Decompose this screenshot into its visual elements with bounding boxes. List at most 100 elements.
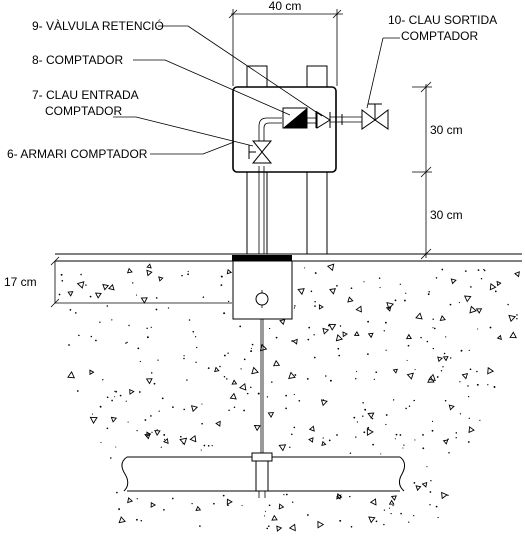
aggregate-stone	[226, 268, 233, 275]
aggregate-dot	[268, 327, 271, 330]
dimension-depth: 17 cm	[4, 256, 232, 308]
aggregate-dot	[135, 518, 138, 521]
aggregate-dot	[196, 346, 198, 349]
aggregate-dot	[60, 273, 63, 276]
aggregate-dot	[383, 523, 385, 526]
aggregate-stone	[145, 378, 153, 385]
aggregate-dot	[480, 278, 483, 280]
aggregate-dot	[447, 494, 449, 497]
aggregate-dot	[161, 397, 164, 400]
aggregate-dot	[220, 284, 223, 286]
aggregate-dot	[349, 452, 352, 454]
aggregate-dot	[479, 419, 481, 421]
aggregate-dot	[422, 447, 425, 450]
aggregate-dot	[118, 508, 121, 511]
aggregate-dot	[395, 433, 398, 436]
outlet-valve	[361, 103, 389, 130]
aggregate-dot	[407, 344, 410, 347]
check-valve	[307, 111, 331, 129]
aggregate-dot	[111, 399, 113, 402]
aggregate-dot	[392, 504, 394, 507]
aggregate-dot	[483, 268, 485, 271]
aggregate-dot	[337, 347, 340, 350]
aggregate-dot	[313, 334, 315, 336]
aggregate-stone	[335, 334, 344, 342]
aggregate-dot	[102, 379, 104, 381]
aggregate-stone	[190, 405, 199, 413]
inlet-valve	[248, 140, 273, 164]
aggregate-dot	[150, 372, 153, 374]
aggregate-dot	[304, 267, 306, 269]
aggregate-dot	[246, 392, 249, 395]
aggregate-dot	[194, 336, 197, 338]
aggregate-dot	[291, 433, 293, 436]
aggregate-dot	[328, 439, 331, 442]
aggregate-stone	[415, 312, 423, 320]
aggregate-dot	[207, 367, 210, 369]
aggregate-stone	[267, 412, 275, 419]
aggregate-stone	[468, 426, 475, 434]
aggregate-dot	[115, 390, 117, 393]
aggregate-dot	[115, 446, 117, 448]
aggregate-dot	[201, 422, 203, 425]
aggregate-stone	[406, 372, 414, 380]
aggregate-dot	[257, 392, 260, 395]
aggregate-dot	[106, 427, 109, 430]
aggregate-dot	[306, 377, 309, 380]
aggregate-dot	[213, 502, 215, 505]
aggregate-dot	[69, 309, 72, 311]
aggregate-dot	[285, 394, 287, 397]
aggregate-stone	[215, 420, 221, 427]
aggregate-dot	[250, 350, 253, 353]
aggregate-dot	[100, 442, 102, 444]
aggregate-dot	[430, 480, 432, 482]
aggregate-stone	[251, 366, 259, 375]
aggregate-dot	[426, 466, 428, 468]
aggregate-stone	[326, 263, 335, 272]
aggregate-stone	[475, 308, 483, 314]
aggregate-dot	[464, 270, 467, 272]
aggregate-stone	[367, 412, 375, 419]
aggregate-dot	[329, 379, 332, 382]
aggregate-stone	[140, 297, 148, 304]
aggregate-dot	[400, 512, 402, 515]
aggregate-stone	[253, 425, 261, 432]
dimension-heights: 30 cm 30 cm	[412, 81, 463, 260]
aggregate-dot	[371, 418, 374, 420]
aggregate-dot	[110, 457, 112, 459]
aggregate-dot	[431, 429, 434, 432]
aggregate-dot	[127, 421, 129, 423]
aggregate-dot	[445, 336, 447, 338]
aggregate-dot	[61, 279, 64, 282]
aggregate-stone	[154, 430, 161, 437]
aggregate-dot	[155, 297, 158, 299]
aggregate-dot	[158, 410, 160, 412]
aggregate-dot	[139, 360, 141, 363]
aggregate-dot	[181, 274, 183, 277]
aggregate-dot	[383, 509, 386, 511]
aggregate-dot	[228, 409, 230, 411]
aggregate-dot	[356, 371, 358, 373]
aggregate-dot	[126, 341, 128, 344]
outlet-pipe	[330, 114, 362, 125]
aggregate-dot	[183, 357, 185, 360]
aggregate-dot	[378, 277, 381, 280]
aggregate-stone	[439, 315, 446, 321]
aggregate-dot	[355, 378, 357, 380]
aggregate-dot	[114, 390, 116, 392]
aggregate-stone	[463, 295, 472, 303]
aggregate-dot	[146, 327, 148, 330]
aggregate-dot	[468, 349, 470, 351]
aggregate-dot	[227, 352, 229, 354]
aggregate-dot	[138, 391, 141, 393]
aggregate-stone	[231, 379, 238, 385]
aggregate-stone	[405, 333, 412, 340]
aggregate-stone	[67, 370, 76, 379]
aggregate-stone	[448, 404, 455, 411]
aggregate-dot	[468, 417, 470, 419]
aggregate-dot	[420, 336, 422, 339]
aggregate-dot	[227, 300, 230, 303]
aggregate-dot	[223, 376, 226, 378]
main-pipe	[121, 452, 406, 498]
